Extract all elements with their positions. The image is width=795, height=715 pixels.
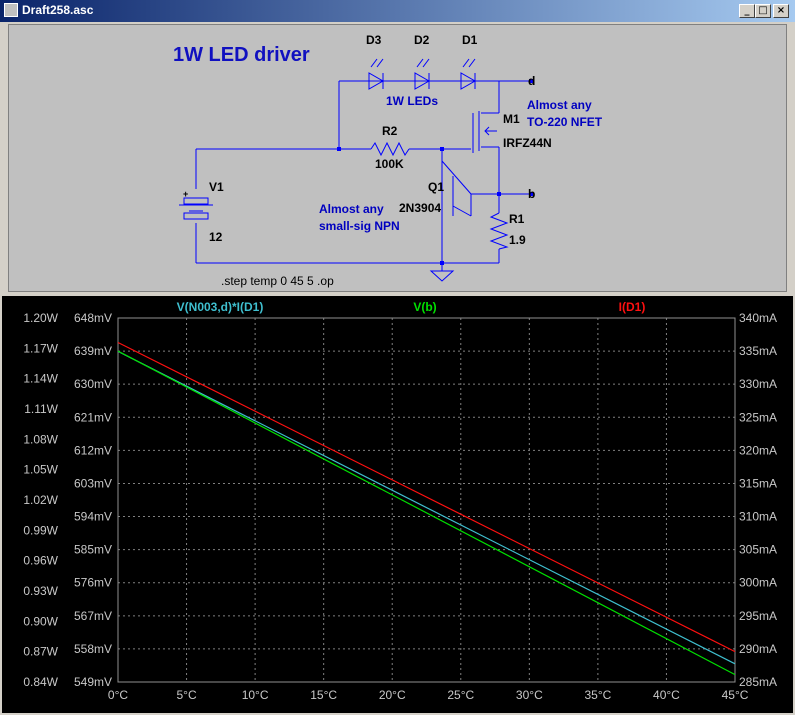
y-left-outer-tick-label: 1.17W: [23, 341, 58, 355]
y-right-tick-label: 290mA: [739, 642, 777, 656]
battery-plus-sign: +: [183, 189, 188, 199]
label-d2: D2: [414, 33, 430, 47]
label-q1-part: 2N3904: [399, 201, 441, 215]
series-line-1: [117, 350, 736, 676]
series-line-2: [117, 341, 736, 653]
y-left-outer-tick-label: 1.02W: [23, 493, 58, 507]
schematic-canvas[interactable]: 1W LED driver D3 D2 D1 1W LEDs Almost an…: [9, 25, 788, 293]
x-tick-label: 35°C: [584, 688, 611, 702]
npn-note-line2: small-sig NPN: [319, 219, 400, 233]
legend-entry-0[interactable]: V(N003,d)*I(D1): [177, 300, 264, 314]
y-left-inner-tick-label: 603mV: [74, 476, 112, 490]
x-tick-label: 40°C: [653, 688, 680, 702]
y-left-inner-tick-label: 576mV: [74, 576, 112, 590]
x-tick-label: 30°C: [516, 688, 543, 702]
app-icon: [4, 3, 18, 17]
y-left-inner-tick-label: 585mV: [74, 543, 112, 557]
x-tick-label: 20°C: [379, 688, 406, 702]
label-leds: 1W LEDs: [386, 94, 438, 108]
label-d3: D3: [366, 33, 382, 47]
waveform-plot[interactable]: 0°C 5°C 10°C 15°C 20°C 25°C 30°C 35°C 40°C 45°C 34…: [2, 296, 793, 713]
y-right-tick-label: 335mA: [739, 344, 777, 358]
legend-entry-2[interactable]: I(D1): [619, 300, 646, 314]
y-left-outer-tick-label: 1.11W: [24, 402, 58, 416]
y-left-outer-tick-label: 1.20W: [23, 311, 58, 325]
plot-legend: V(N003,d)*I(D1) V(b) I(D1): [177, 300, 646, 314]
spice-directive[interactable]: .step temp 0 45 5 .op: [221, 274, 334, 288]
schematic-wires: [179, 58, 531, 282]
y-right-tick-label: 320mA: [739, 443, 777, 457]
label-r1-value: 1.9: [509, 233, 526, 247]
y-left-inner-tick-label: 648mV: [74, 311, 112, 325]
schematic-pane[interactable]: 1W LED driver D3 D2 D1 1W LEDs Almost an…: [8, 24, 787, 292]
schematic-junctions: [337, 79, 533, 265]
nfet-note-line2: TO-220 NFET: [527, 115, 603, 129]
label-v1-value: 12: [209, 230, 223, 244]
y-left-outer-tick-label: 0.90W: [23, 614, 58, 628]
label-r2-value: 100K: [375, 157, 404, 171]
x-tick-label: 0°C: [108, 688, 128, 702]
window-title: Draft258.asc: [22, 3, 94, 17]
y-right-tick-label: 295mA: [739, 609, 777, 623]
x-tick-label: 45°C: [722, 688, 749, 702]
node-label-b: b: [528, 187, 535, 201]
plot-grid: [118, 318, 735, 682]
y-right-tick-label: 305mA: [739, 543, 777, 557]
y-left-inner-tick-label: 558mV: [74, 642, 112, 656]
plot-traces: [117, 341, 736, 676]
schematic-heading: 1W LED driver: [173, 44, 310, 66]
node-label-d: d: [528, 74, 535, 88]
maximize-button[interactable]: □: [755, 4, 771, 18]
y-right-tick-label: 310mA: [739, 510, 777, 524]
label-v1: V1: [209, 180, 224, 194]
y-left-inner-tick-label: 612mV: [74, 443, 112, 457]
title-bar: Draft258.asc _ □ ×: [0, 0, 795, 22]
y-right-tick-label: 330mA: [739, 377, 777, 391]
y-left-inner-tick-label: 639mV: [74, 344, 112, 358]
plot-frame: [117, 317, 736, 683]
y-left-outer-tick-label: 0.84W: [23, 675, 58, 689]
y-left-inner-tick-label: 549mV: [74, 675, 112, 689]
label-d1: D1: [462, 33, 478, 47]
y-left-outer-tick-label: 1.08W: [23, 432, 58, 446]
y-left-outer-tick-label: 0.99W: [23, 523, 58, 537]
y-left-inner-tick-label: 621mV: [74, 410, 112, 424]
y-left-outer-tick-label: 1.14W: [23, 372, 58, 386]
y-left-inner-tick-label: 630mV: [74, 377, 112, 391]
y-left-outer-tick-label: 1.05W: [23, 463, 58, 477]
close-button[interactable]: ×: [773, 4, 789, 18]
minimize-button[interactable]: _: [739, 4, 755, 18]
x-tick-label: 5°C: [176, 688, 196, 702]
y-right-tick-label: 325mA: [739, 410, 777, 424]
y-left-outer-tick-label: 0.96W: [23, 554, 58, 568]
waveform-plot-pane[interactable]: 0°C 5°C 10°C 15°C 20°C 25°C 30°C 35°C 40°C 45°C 34…: [2, 296, 793, 713]
npn-note-line1: Almost any: [319, 202, 384, 216]
y-left-inner-tick-label: 567mV: [74, 609, 112, 623]
x-tick-label: 15°C: [310, 688, 337, 702]
x-tick-label: 10°C: [242, 688, 269, 702]
label-q1: Q1: [428, 180, 444, 194]
legend-entry-1[interactable]: V(b): [413, 300, 436, 314]
y-left-inner-tick-label: 594mV: [74, 510, 112, 524]
nfet-note-line1: Almost any: [527, 98, 592, 112]
series-line-0: [117, 350, 736, 665]
y-left-outer-tick-label: 0.93W: [23, 584, 58, 598]
axis-ticks: 0°C 5°C 10°C 15°C 20°C 25°C 30°C 35°C 40°C 45°C 34…: [23, 311, 777, 702]
y-left-outer-tick-label: 0.87W: [23, 645, 58, 659]
label-m1: M1: [503, 112, 520, 126]
label-r1: R1: [509, 212, 525, 226]
y-right-tick-label: 300mA: [739, 576, 777, 590]
y-right-tick-label: 340mA: [739, 311, 777, 325]
label-irfz44n: IRFZ44N: [503, 136, 552, 150]
y-right-tick-label: 285mA: [739, 675, 777, 689]
x-tick-label: 25°C: [447, 688, 474, 702]
label-r2: R2: [382, 124, 398, 138]
y-right-tick-label: 315mA: [739, 476, 777, 490]
